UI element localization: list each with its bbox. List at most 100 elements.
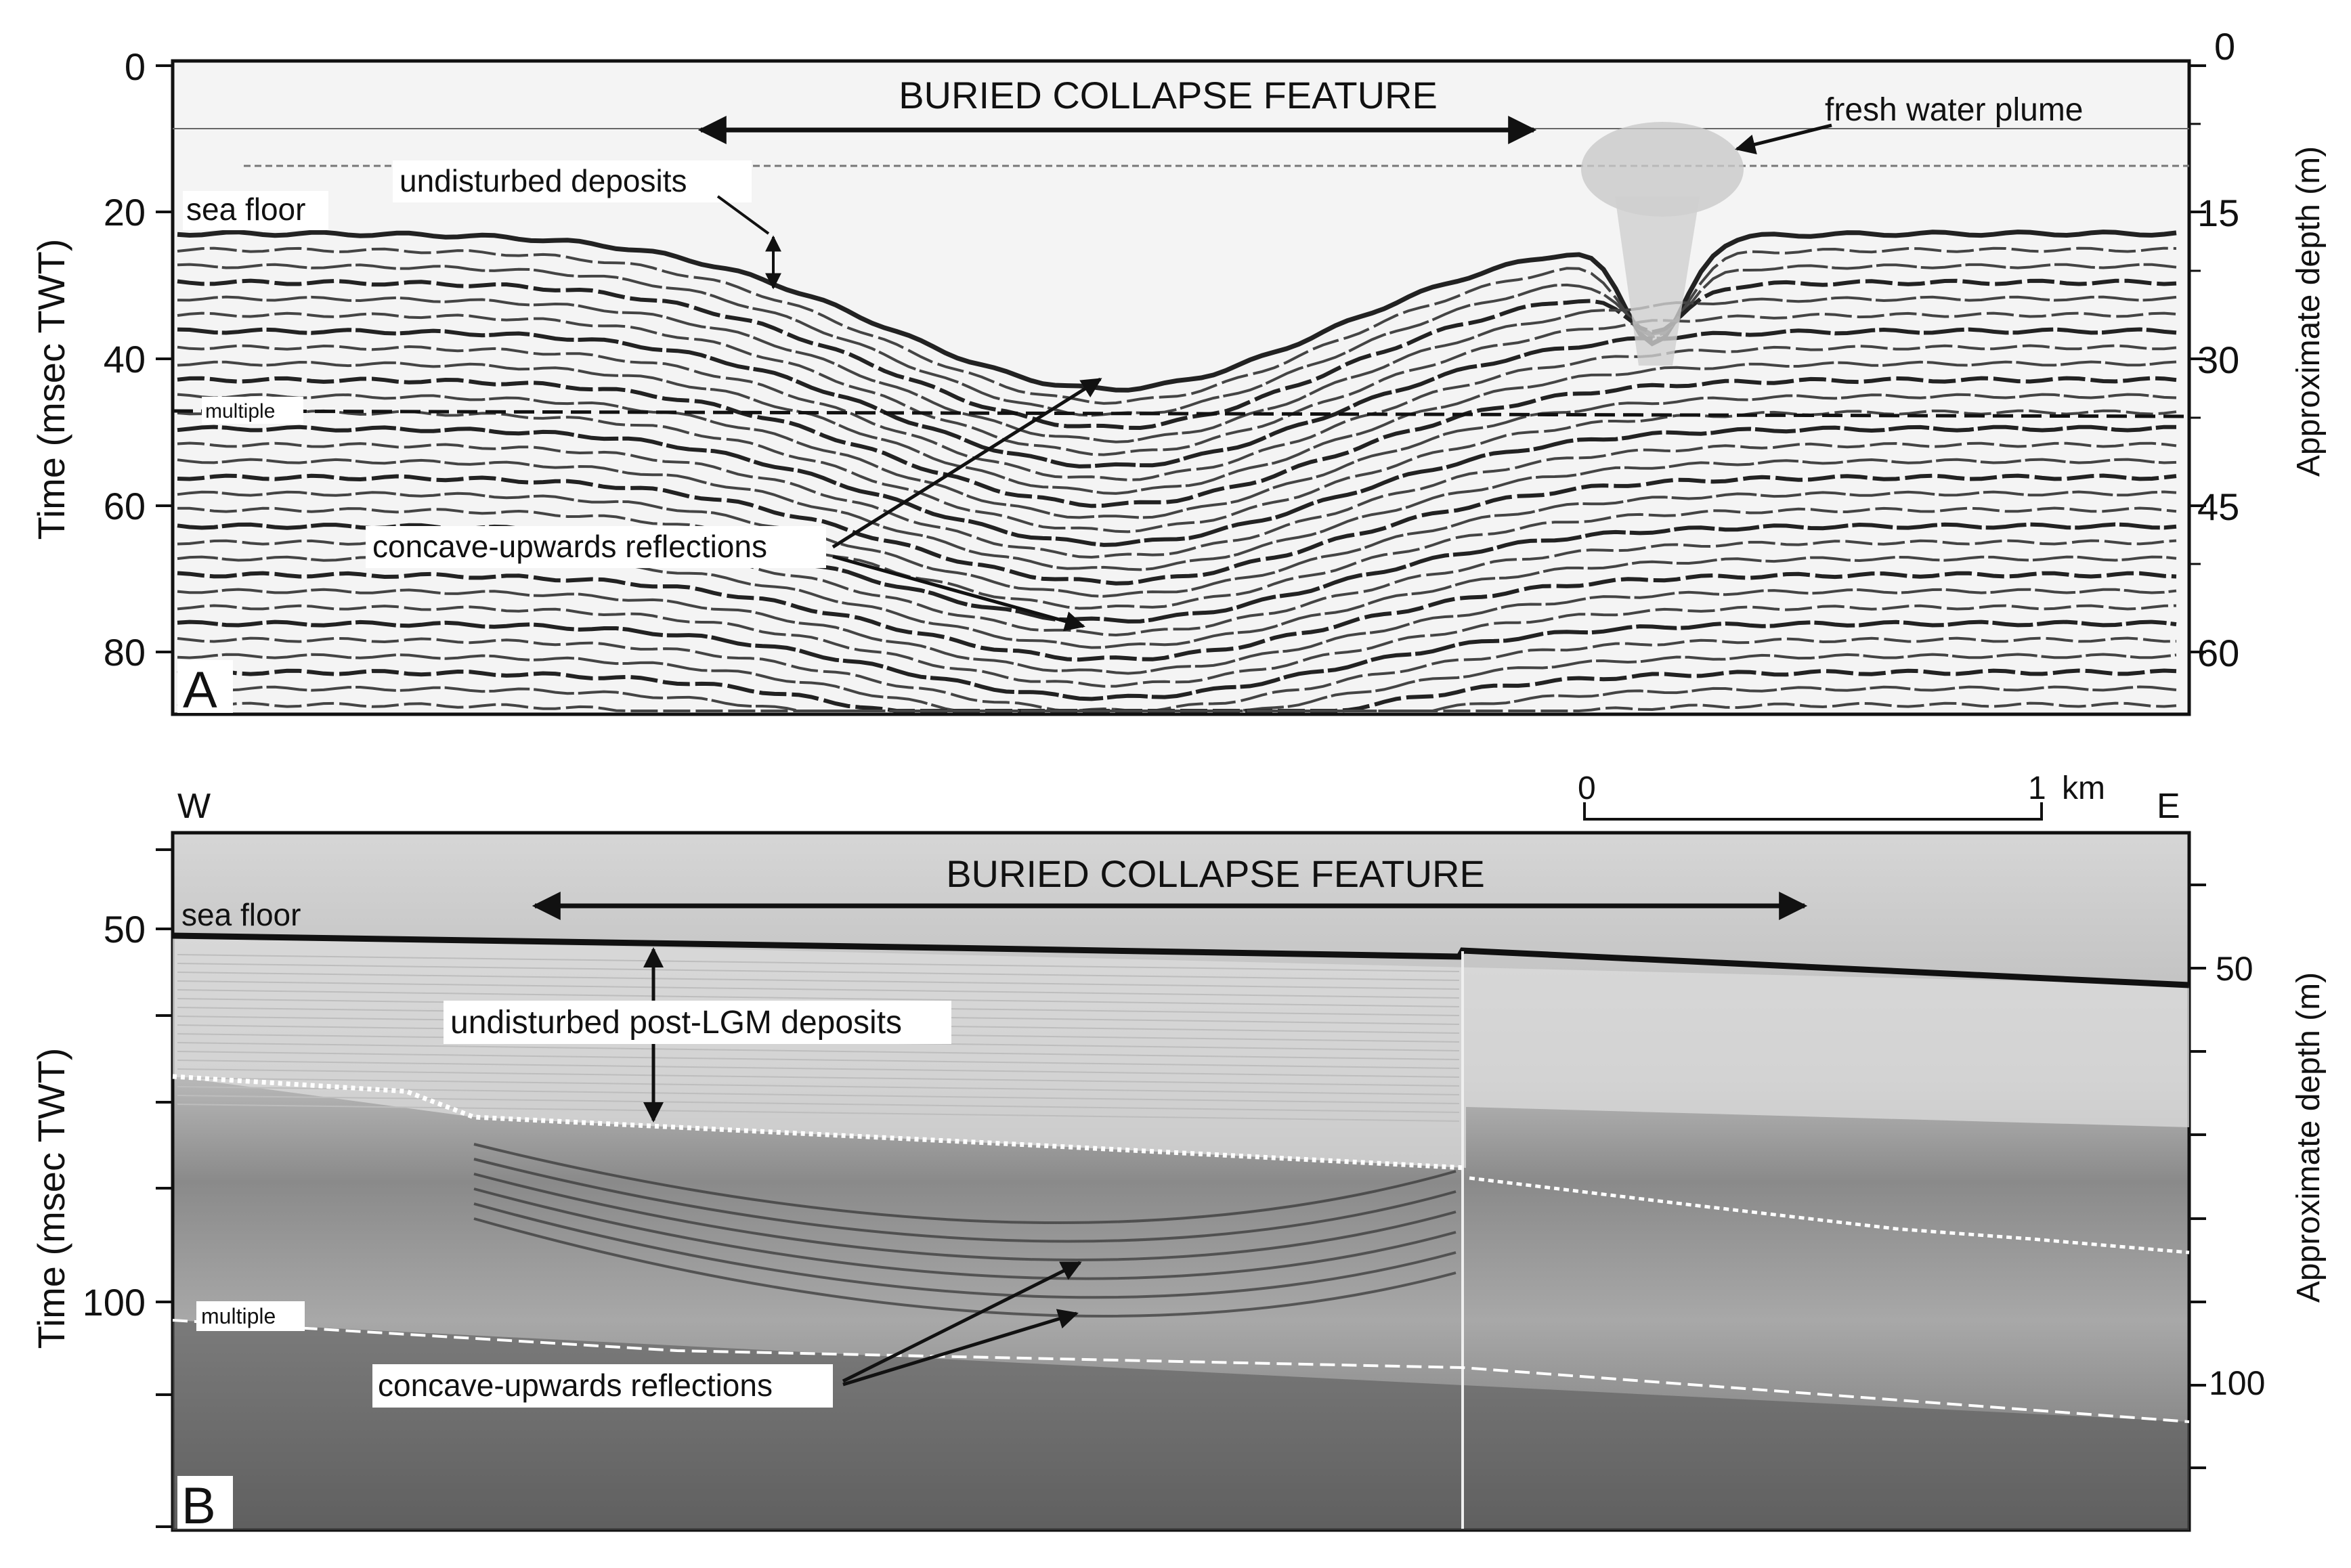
undisturbed-label-a: undisturbed deposits (400, 163, 687, 198)
panel-b: W E 0 1 km BURIED COLLAPSE FEATURE sea f… (30, 770, 2327, 1535)
reflector-line (177, 393, 2177, 519)
panel-b-reflectors (177, 954, 1460, 1317)
post-lgm-label-bg (444, 1001, 951, 1044)
right-axis-ticks-b (2189, 884, 2206, 1469)
right-tick-label-b: 100 (2209, 1364, 2265, 1402)
lamina-line (177, 1068, 1460, 1087)
fresh-water-arrow (1735, 123, 1832, 155)
lamina-line (177, 989, 1460, 1007)
feature-title-a: BURIED COLLAPSE FEATURE (899, 74, 1438, 116)
concave-reflector (473, 1188, 1457, 1280)
multiple-line-b (172, 1319, 2190, 1423)
panel-a-letter-bg (177, 660, 233, 713)
multiple-label-b: multiple (201, 1304, 276, 1328)
scale-unit-label: km (2062, 770, 2105, 806)
reflector-line (177, 424, 2177, 547)
sea-floor-line-b (172, 932, 2190, 988)
concave-label-a: concave-upwards reflections (372, 529, 767, 564)
concave-label-b: concave-upwards reflections (378, 1368, 773, 1403)
reflector-line (177, 701, 2177, 712)
east-label: E (2157, 787, 2180, 826)
feature-title-b: BURIED COLLAPSE FEATURE (946, 852, 1485, 895)
concave-arrow-b-lower (842, 1309, 1079, 1387)
reflector-line (177, 327, 2177, 469)
reflector-line (177, 246, 2177, 405)
scale-start-label: 0 (1578, 770, 1596, 806)
left-tick-label-b: 50 (104, 908, 146, 951)
west-label: W (177, 787, 211, 826)
reflector-line (177, 668, 2177, 713)
concave-label-b-bg (372, 1364, 833, 1408)
lgm-surface (172, 1074, 1467, 1171)
fresh-water-plume-shape (1581, 122, 1744, 217)
lamina-line (177, 954, 1460, 972)
lamina-line (177, 1051, 1460, 1069)
panel-a-reflectors (177, 230, 2177, 713)
right-tick-label-a: 45 (2197, 485, 2239, 528)
reflector-line (177, 263, 2177, 417)
lamina-line (177, 1104, 1460, 1122)
reflector-line (177, 571, 2177, 662)
right-tick-label-a: 15 (2197, 192, 2239, 234)
sea-floor-label-bg (183, 191, 328, 230)
reflector-line (177, 473, 2177, 586)
right-tick-label-b: 50 (2216, 950, 2253, 988)
left-tick-label-a: 20 (104, 191, 146, 234)
lamina-line (177, 972, 1460, 990)
panel-a-letter: A (183, 661, 217, 719)
reflector-line (177, 490, 2177, 598)
left-tick-label-a: 60 (104, 485, 146, 527)
lgm-surface-east (1469, 1176, 2190, 1255)
left-axis-label-b: Time (msec TWT) (30, 1048, 72, 1349)
reflector-line (177, 376, 2177, 508)
concave-reflector (473, 1173, 1457, 1261)
right-axis-label-a: Approximate depth (m) (2291, 146, 2327, 477)
reflector-line (177, 458, 2177, 571)
reflector-line (177, 344, 2177, 481)
lamina-line (177, 1077, 1460, 1095)
reflector-line (177, 604, 2177, 688)
multiple-label-a-bg (202, 397, 303, 424)
right-tick-label-a: 60 (2197, 632, 2239, 674)
reflector-line (177, 441, 2177, 559)
reflector-line (177, 311, 2177, 456)
left-axis-label-a: Time (msec TWT) (30, 239, 72, 540)
right-axis-ticks-a (2189, 64, 2206, 653)
lamina-line (177, 963, 1460, 981)
fresh-water-plume-column (1615, 196, 1700, 366)
concave-reflector (473, 1217, 1457, 1317)
multiple-label-b-bg (196, 1301, 305, 1331)
panel-b-letter: B (181, 1477, 216, 1535)
undisturbed-pointer (716, 195, 770, 235)
scale-bar (1583, 802, 2043, 821)
concave-arrow-b-upper (842, 1261, 1082, 1383)
right-axis-label-b: Approximate depth (m) (2291, 972, 2327, 1303)
sea-floor-label-b: sea floor (181, 897, 301, 932)
concave-reflector (473, 1143, 1457, 1225)
concave-reflector (473, 1202, 1457, 1299)
lamina-line (177, 1095, 1460, 1113)
reflector-line (177, 230, 2177, 393)
lamina-line (177, 980, 1460, 999)
undisturbed-label-bg (393, 160, 752, 202)
multiple-label-a: multiple (205, 400, 275, 422)
fresh-water-label: fresh water plume (1825, 92, 2084, 128)
reflector-line (177, 360, 2177, 495)
lamina-line (177, 1060, 1460, 1078)
post-lgm-label: undisturbed post-LGM deposits (450, 1005, 902, 1041)
left-tick-label-a: 40 (104, 338, 146, 380)
reflector-line (177, 506, 2177, 610)
left-axis-ticks-b (156, 848, 173, 1528)
reflector-line (177, 409, 2177, 533)
lamina-line (177, 1042, 1460, 1060)
right-tick-label-a: 0 (2214, 25, 2235, 68)
concave-label-a-bg (366, 526, 826, 568)
left-tick-label-a: 0 (125, 45, 146, 88)
reflector-line (177, 636, 2177, 712)
concave-reflector (473, 1158, 1457, 1243)
right-tick-label-a: 30 (2197, 339, 2239, 381)
reflector-line (177, 295, 2177, 443)
concave-arrow-a-lower (832, 554, 1085, 632)
panel-a: BURIED COLLAPSE FEATURE fresh water plum… (30, 25, 2327, 719)
